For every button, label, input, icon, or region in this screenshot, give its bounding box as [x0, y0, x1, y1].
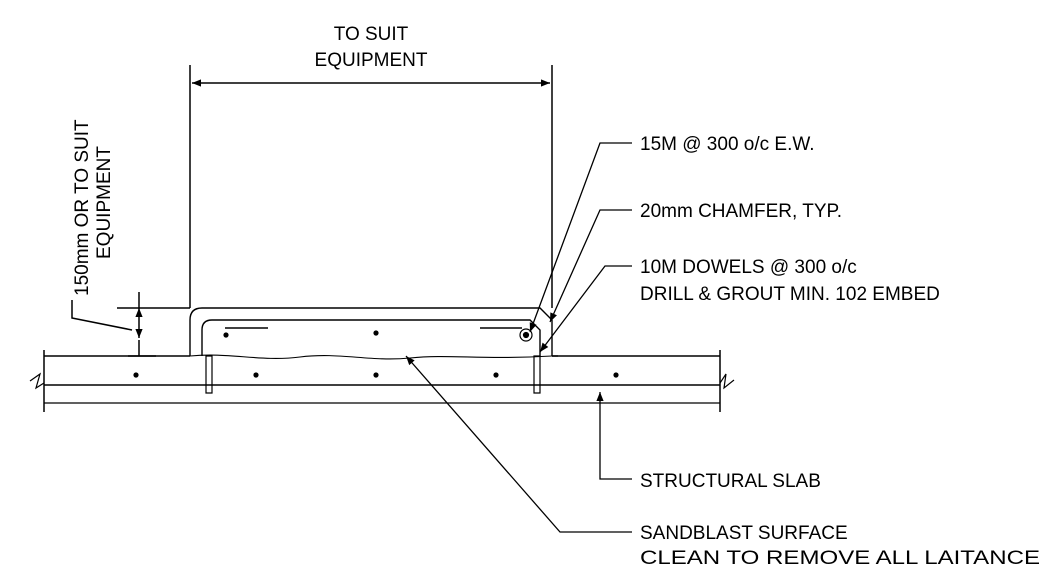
- height-label-line2: EQUIPMENT: [94, 146, 115, 259]
- structural-slab: [29, 350, 735, 412]
- dowels: [205, 355, 541, 394]
- dowels-label-line1: 10M DOWELS @ 300 o/c: [640, 257, 857, 278]
- rebar-bar-circle: [519, 328, 533, 342]
- concrete-pad: [189, 307, 558, 360]
- height-dimension: [71, 292, 156, 357]
- slab-label: STRUCTURAL SLAB: [640, 471, 821, 492]
- width-label-line1: TO SUIT: [334, 24, 409, 45]
- rebar-dots: [133, 330, 619, 378]
- width-label-line2: EQUIPMENT: [315, 50, 428, 71]
- sandblast-label-line2: CLEAN TO REMOVE ALL LAITANCE: [640, 548, 1040, 569]
- rebar-label: 15M @ 300 o/c E.W.: [640, 134, 815, 155]
- sandblast-label-line1: SANDBLAST SURFACE: [640, 523, 848, 544]
- equipment-outline: [117, 65, 553, 309]
- dowels-label-line2: DRILL & GROUT MIN. 102 EMBED: [640, 284, 940, 305]
- chamfer-label: 20mm CHAMFER, TYP.: [640, 201, 842, 222]
- height-label-line1: 150mm OR TO SUIT: [72, 119, 93, 296]
- leader-lines: [405, 142, 632, 533]
